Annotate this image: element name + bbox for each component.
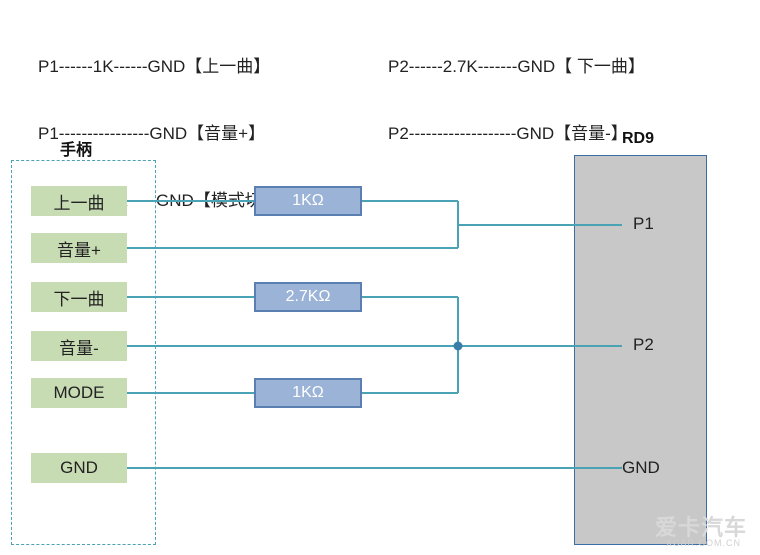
pin-p2: P2 [633, 335, 654, 354]
resistor-2-7k: 2.7KΩ [254, 282, 362, 312]
button-gnd: GND [31, 453, 127, 483]
resistor-1k-top: 1KΩ [254, 186, 362, 216]
button-mode: MODE [31, 378, 127, 408]
note-line: P1------1K------GND【上一曲】 [38, 57, 271, 76]
notes-right: P2------2.7K-------GND【 下一曲】 P2---------… [388, 12, 645, 168]
pin-gnd: GND [622, 458, 660, 477]
junction-dot [453, 341, 463, 351]
note-line: P1----------------GND【音量+】 [38, 124, 266, 143]
handle-box [11, 160, 156, 545]
pin-p1: P1 [633, 214, 654, 233]
rd9-title: RD9 [622, 130, 655, 147]
rd9-box [574, 155, 707, 545]
resistor-1k-bottom: 1KΩ [254, 378, 362, 408]
handle-title: 手柄 [60, 142, 93, 159]
button-prev-track: 上一曲 [31, 186, 127, 216]
note-line: P2------2.7K-------GND【 下一曲】 [388, 57, 645, 76]
button-next-track: 下一曲 [31, 282, 127, 312]
watermark-url: XCAR.COM.CN [666, 538, 742, 548]
button-volume-down: 音量- [31, 331, 127, 361]
button-volume-up: 音量+ [31, 233, 127, 263]
watermark-logo: 爱卡汽车 [655, 515, 748, 540]
note-line: P2-------------------GND【音量-】 [388, 124, 628, 143]
